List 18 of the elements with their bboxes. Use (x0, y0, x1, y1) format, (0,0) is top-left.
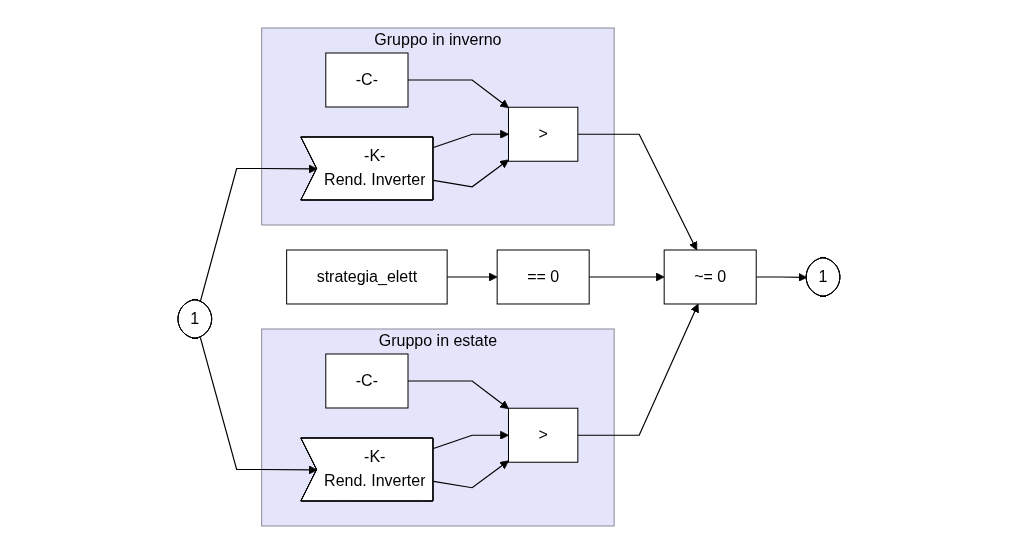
arrow (406, 379, 509, 409)
node-box: strategia_elett (285, 249, 448, 304)
arrow (446, 272, 498, 281)
arrow (432, 129, 509, 148)
arrow (755, 272, 807, 282)
node-box: -C- (324, 353, 409, 408)
arrow (432, 430, 509, 449)
arrow (432, 459, 509, 488)
node-box: ~= 0 (663, 249, 757, 304)
arrow (406, 78, 509, 108)
node-box: -C- (324, 52, 409, 107)
node-box: > (507, 407, 578, 463)
arrow (576, 303, 699, 436)
node-box: == 0 (496, 249, 590, 304)
node-box: > (507, 106, 578, 162)
arrow (588, 272, 665, 281)
arrow (432, 159, 509, 187)
arrow (576, 133, 697, 250)
